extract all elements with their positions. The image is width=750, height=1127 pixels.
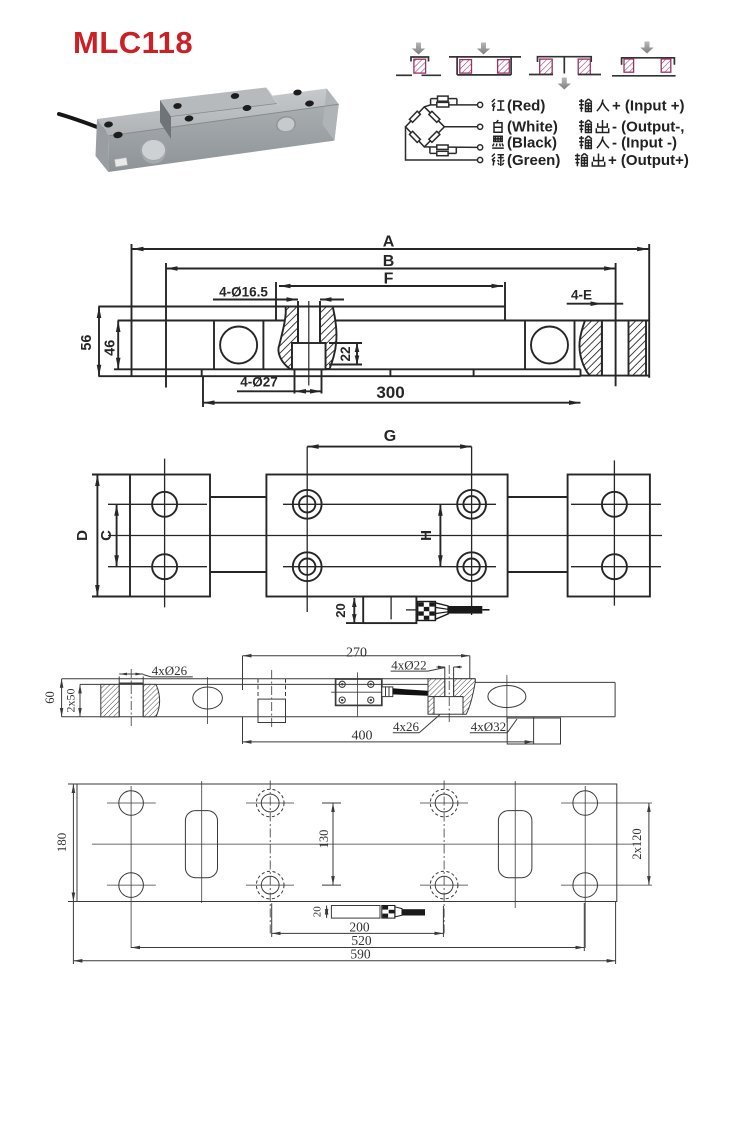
svg-text:- (Input -): - (Input -) xyxy=(612,135,677,152)
svg-text:4-Ø27: 4-Ø27 xyxy=(240,375,278,390)
svg-text:- (Output-,: - (Output-, xyxy=(612,119,684,136)
svg-text:2x50: 2x50 xyxy=(64,689,78,713)
svg-text:C: C xyxy=(98,530,115,541)
svg-text:4xØ22: 4xØ22 xyxy=(391,658,426,673)
svg-text:2x120: 2x120 xyxy=(630,828,644,859)
svg-text:A: A xyxy=(383,234,395,251)
svg-text:(Green): (Green) xyxy=(507,152,560,169)
svg-text:200: 200 xyxy=(349,920,370,935)
svg-text:270: 270 xyxy=(346,646,367,661)
svg-text:400: 400 xyxy=(352,729,373,744)
svg-text:+ (Output+): + (Output+) xyxy=(608,152,689,169)
svg-text:4-Ø16.5: 4-Ø16.5 xyxy=(219,285,268,300)
svg-text:22: 22 xyxy=(338,346,353,361)
svg-text:4-E: 4-E xyxy=(571,288,592,303)
svg-text:4xØ32: 4xØ32 xyxy=(471,719,506,734)
svg-text:(Black): (Black) xyxy=(507,135,557,152)
svg-text:F: F xyxy=(384,271,394,288)
svg-text:180: 180 xyxy=(54,833,69,853)
svg-text:B: B xyxy=(383,253,395,270)
svg-text:20: 20 xyxy=(312,906,324,918)
svg-text:46: 46 xyxy=(103,340,119,356)
svg-text:130: 130 xyxy=(317,830,331,849)
svg-text:(White): (White) xyxy=(507,119,558,136)
svg-text:D: D xyxy=(74,530,91,541)
svg-text:300: 300 xyxy=(376,383,404,402)
svg-text:60: 60 xyxy=(43,691,57,704)
svg-text:520: 520 xyxy=(351,933,372,948)
svg-text:590: 590 xyxy=(350,947,371,962)
svg-text:+ (Input +): + (Input +) xyxy=(612,98,685,115)
svg-text:4x26: 4x26 xyxy=(393,719,420,734)
svg-text:G: G xyxy=(384,428,396,445)
svg-text:H: H xyxy=(418,530,435,541)
svg-text:(Red): (Red) xyxy=(507,98,545,115)
svg-text:56: 56 xyxy=(79,335,95,351)
svg-text:20: 20 xyxy=(333,603,348,617)
svg-text:MLC118: MLC118 xyxy=(73,25,193,60)
svg-text:4xØ26: 4xØ26 xyxy=(152,663,188,678)
